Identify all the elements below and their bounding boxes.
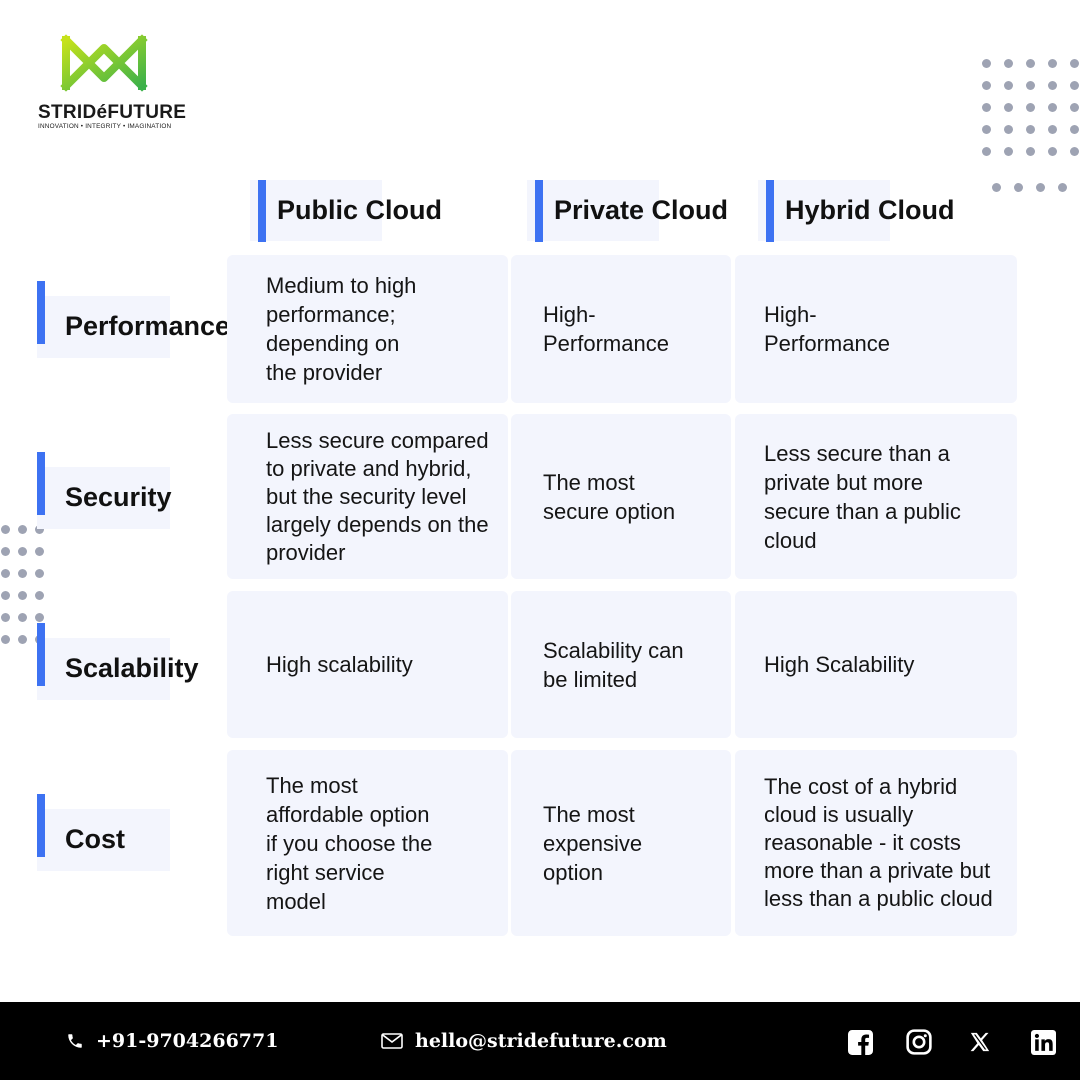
decorative-dot-row xyxy=(992,183,1080,192)
table-cell: The cost of a hybrid cloud is usually re… xyxy=(735,750,1017,936)
decorative-dot-grid xyxy=(1,525,44,644)
instagram-icon[interactable] xyxy=(906,1029,932,1055)
brand-tagline: INNOVATION • INTEGRITY • IMAGINATION xyxy=(38,123,172,130)
column-header-hybrid-cloud: Hybrid Cloud xyxy=(758,180,955,242)
row-header-label: Performance xyxy=(65,311,231,341)
column-header-label: Private Cloud xyxy=(554,195,729,225)
column-header-private-cloud: Private Cloud xyxy=(527,180,728,242)
column-header-label: Hybrid Cloud xyxy=(785,195,955,225)
cell-text: The cost of a hybrid cloud is usually re… xyxy=(764,774,993,911)
linkedin-icon[interactable] xyxy=(1030,1029,1056,1055)
envelope-icon xyxy=(381,1033,403,1049)
row-header-label: Security xyxy=(65,482,172,512)
cell-text: High scalability xyxy=(266,652,413,677)
table-cell: The most expensive option xyxy=(511,750,731,936)
footer-phone[interactable]: +91-9704266771 xyxy=(66,1030,278,1052)
x-icon[interactable] xyxy=(967,1029,993,1055)
table-cell: High scalability xyxy=(227,591,508,738)
cell-text: Medium to high performance; depending on… xyxy=(266,273,417,385)
table-cell: Medium to high performance; depending on… xyxy=(227,255,508,403)
table-cell: Less secure compared to private and hybr… xyxy=(227,414,508,579)
email-address: hello@stridefuture.com xyxy=(415,1030,667,1052)
footer-email[interactable]: hello@stridefuture.com xyxy=(381,1030,667,1052)
cell-text: The most secure option xyxy=(543,469,676,524)
decorative-dot-grid xyxy=(982,59,1079,156)
cell-text: High- Performance xyxy=(764,302,890,356)
facebook-icon[interactable] xyxy=(847,1029,873,1055)
row-header-label: Scalability xyxy=(65,653,199,683)
table-cell: High- Performance xyxy=(735,255,1017,403)
cell-text: The most expensive option xyxy=(543,801,643,885)
row-header-label: Cost xyxy=(65,824,125,854)
column-header-public-cloud: Public Cloud xyxy=(250,180,442,242)
brand-logo: STRIDéFUTURE INNOVATION • INTEGRITY • IM… xyxy=(38,34,186,134)
cell-text: Less secure compared to private and hybr… xyxy=(266,427,489,565)
table-cell: High Scalability xyxy=(735,591,1017,738)
table-cell: High- Performance xyxy=(511,255,731,403)
phone-icon xyxy=(68,1034,82,1048)
phone-number: +91-9704266771 xyxy=(96,1030,279,1052)
brand-name: STRIDéFUTURE xyxy=(38,102,187,123)
cell-text: High Scalability xyxy=(764,652,915,677)
cell-text: Scalability can be limited xyxy=(543,637,684,692)
stridefuture-logo-icon xyxy=(60,34,148,92)
table-cell: The most affordable option if you choose… xyxy=(227,750,508,936)
cell-text: Less secure than a private but more secu… xyxy=(764,440,961,553)
table-cell: Less secure than a private but more secu… xyxy=(735,414,1017,579)
cell-text: High- Performance xyxy=(543,302,669,356)
column-header-label: Public Cloud xyxy=(277,195,442,225)
table-cell: Scalability can be limited xyxy=(511,591,731,738)
footer-bar: +91-9704266771 hello@stridefuture.com xyxy=(0,1002,1080,1080)
cell-text: The most affordable option if you choose… xyxy=(266,772,433,914)
table-cell: The most secure option xyxy=(511,414,731,579)
